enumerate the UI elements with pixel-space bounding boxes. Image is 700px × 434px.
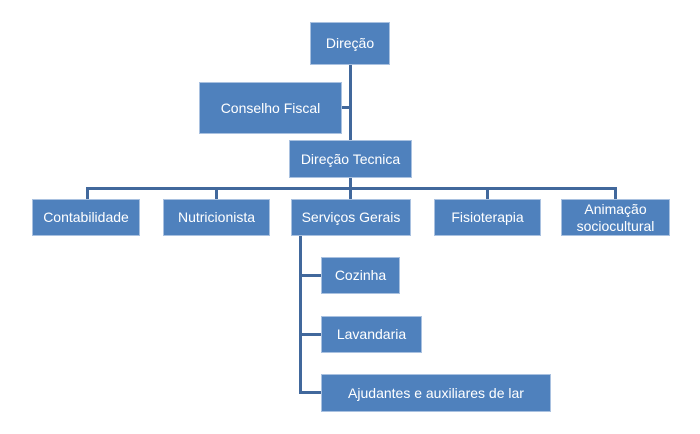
node-conselho-fiscal: Conselho Fiscal — [199, 82, 342, 134]
connector-branch-stem — [349, 178, 352, 189]
connector-servicos-gerais — [349, 187, 352, 199]
connector-ajudantes — [299, 391, 321, 394]
node-direcao-tecnica: Direção Tecnica — [289, 140, 412, 178]
connector-lavandaria — [299, 333, 321, 336]
connector-animacao — [614, 187, 617, 199]
connector-conselho-fiscal — [342, 106, 350, 109]
node-cozinha: Cozinha — [321, 257, 400, 294]
connector-fisioterapia — [486, 187, 489, 199]
node-servicos-gerais: Serviços Gerais — [291, 199, 411, 236]
connector-cozinha — [299, 274, 321, 277]
node-lavandaria: Lavandaria — [321, 316, 422, 353]
connector-direcao-tecnica — [349, 65, 352, 141]
node-ajudantes: Ajudantes e auxiliares de lar — [321, 374, 551, 412]
connector-nutricionista — [215, 187, 218, 199]
node-nutricionista: Nutricionista — [163, 199, 270, 236]
node-animacao-line2: sociocultural — [576, 217, 655, 234]
node-fisioterapia: Fisioterapia — [434, 199, 541, 236]
node-animacao-line1: Animação — [584, 200, 647, 217]
node-direcao: Direção — [310, 22, 390, 65]
connector-servicos-vertical — [299, 236, 302, 394]
node-animacao-sociocultural: Animação sociocultural — [561, 199, 670, 236]
connector-contabilidade — [86, 187, 89, 199]
node-contabilidade: Contabilidade — [32, 199, 140, 236]
